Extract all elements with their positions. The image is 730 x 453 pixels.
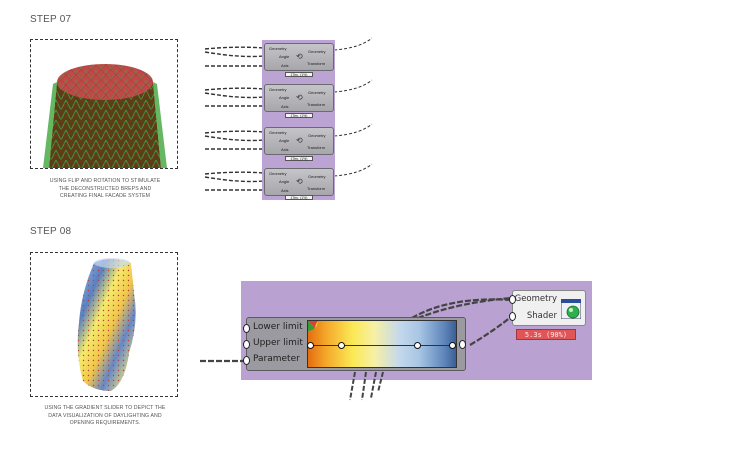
- rotate-component-tag: 1Ten. (1%): [285, 113, 313, 118]
- input-axis-label: Axis: [281, 188, 289, 193]
- step-07-title: STEP 07: [30, 14, 72, 25]
- input-geometry-label: Geometry: [269, 46, 287, 51]
- step-08-title: STEP 08: [30, 226, 72, 237]
- upper-limit-input-port[interactable]: [243, 340, 250, 349]
- rotate-component[interactable]: Geometry Angle Axis ⟲ Geometry Transform: [264, 168, 334, 196]
- input-angle-label: Angle: [279, 95, 290, 100]
- step-08-caption: USING THE GRADIENT SLIDER TO DEPICT THE …: [20, 405, 190, 428]
- input-axis-label: Axis: [281, 147, 289, 152]
- gradient-grip[interactable]: [338, 342, 346, 349]
- input-axis-label: Axis: [281, 63, 289, 68]
- step-08-image-frame: [30, 252, 178, 397]
- gradient-track: [308, 345, 456, 346]
- step-07-facade-render: [43, 64, 167, 168]
- shader-input-label: Shader: [526, 311, 557, 321]
- output-geometry-label: Geometry: [308, 90, 326, 95]
- rotate-icon: ⟲: [296, 136, 303, 145]
- output-transform-label: Transform: [307, 186, 326, 191]
- rotate-icon: ⟲: [296, 177, 303, 186]
- gradient-grip[interactable]: [449, 342, 456, 349]
- upper-limit-label: Upper limit: [253, 338, 303, 348]
- preview-shader-icon: [561, 299, 581, 319]
- input-geometry-label: Geometry: [269, 171, 287, 176]
- input-angle-label: Angle: [279, 179, 290, 184]
- parameter-label: Parameter: [253, 354, 300, 364]
- gradient-output-port[interactable]: [459, 340, 466, 349]
- output-geometry-label: Geometry: [308, 49, 326, 54]
- runtime-warning-tag: 5.3s (90%): [516, 329, 576, 340]
- rotate-component[interactable]: Geometry Angle Axis ⟲ Geometry Transform: [264, 84, 334, 112]
- caption-line: THE DECONSTRUCTED BREPS AND: [58, 185, 152, 192]
- gradient-wheel-icon: [308, 321, 318, 331]
- rotate-component[interactable]: Geometry Angle Axis ⟲ Geometry Transform: [264, 127, 334, 155]
- geometry-input-label: Geometry: [514, 294, 557, 304]
- rotate-component[interactable]: Geometry Angle Axis ⟲ Geometry Transform: [264, 43, 334, 71]
- input-angle-label: Angle: [279, 54, 290, 59]
- output-transform-label: Transform: [307, 145, 326, 150]
- output-transform-label: Transform: [307, 61, 326, 66]
- caption-line: CREATING FINAL FACADE SYSTEM: [59, 193, 151, 199]
- gradient-grip[interactable]: [307, 342, 314, 349]
- input-geometry-label: Geometry: [269, 130, 287, 135]
- step-08-gradient-render: [77, 258, 136, 391]
- lower-limit-label: Lower limit: [253, 322, 303, 332]
- rotate-icon: ⟲: [296, 52, 303, 61]
- output-geometry-label: Geometry: [308, 174, 326, 179]
- rotate-component-tag: 1Ten. (1%): [285, 195, 313, 200]
- rotate-component-tag: 1Ten. (1%): [285, 156, 313, 161]
- gradient-component[interactable]: Lower limit Upper limit Parameter: [243, 317, 466, 371]
- caption-line: USING FLIP AND ROTATION TO STIMULATE: [49, 178, 161, 184]
- parameter-input-port[interactable]: [243, 356, 250, 365]
- caption-line: DATA VISUALIZATION OF DAYLIGHTING AND: [48, 412, 162, 419]
- input-geometry-label: Geometry: [269, 87, 287, 92]
- caption-line: OPENING REQUIREMENTS.: [69, 420, 141, 426]
- output-geometry-label: Geometry: [308, 133, 326, 138]
- lower-limit-input-port[interactable]: [243, 324, 250, 333]
- output-transform-label: Transform: [307, 102, 326, 107]
- input-angle-label: Angle: [279, 138, 290, 143]
- shader-input-port[interactable]: [509, 312, 516, 321]
- geometry-input-port[interactable]: [509, 295, 516, 304]
- input-axis-label: Axis: [281, 104, 289, 109]
- caption-line: USING THE GRADIENT SLIDER TO DEPICT THE: [44, 405, 166, 411]
- step-07-image-frame: [30, 39, 178, 169]
- step-07-caption: USING FLIP AND ROTATION TO STIMULATE THE…: [20, 178, 190, 201]
- rotate-icon: ⟲: [296, 93, 303, 102]
- step-07-wires: [204, 37, 373, 191]
- gradient-grip[interactable]: [413, 342, 421, 349]
- gradient-bar[interactable]: [307, 320, 457, 368]
- rotate-component-tag: 1Ten. (1%): [285, 72, 313, 77]
- custom-preview-component[interactable]: Geometry Shader: [509, 290, 586, 326]
